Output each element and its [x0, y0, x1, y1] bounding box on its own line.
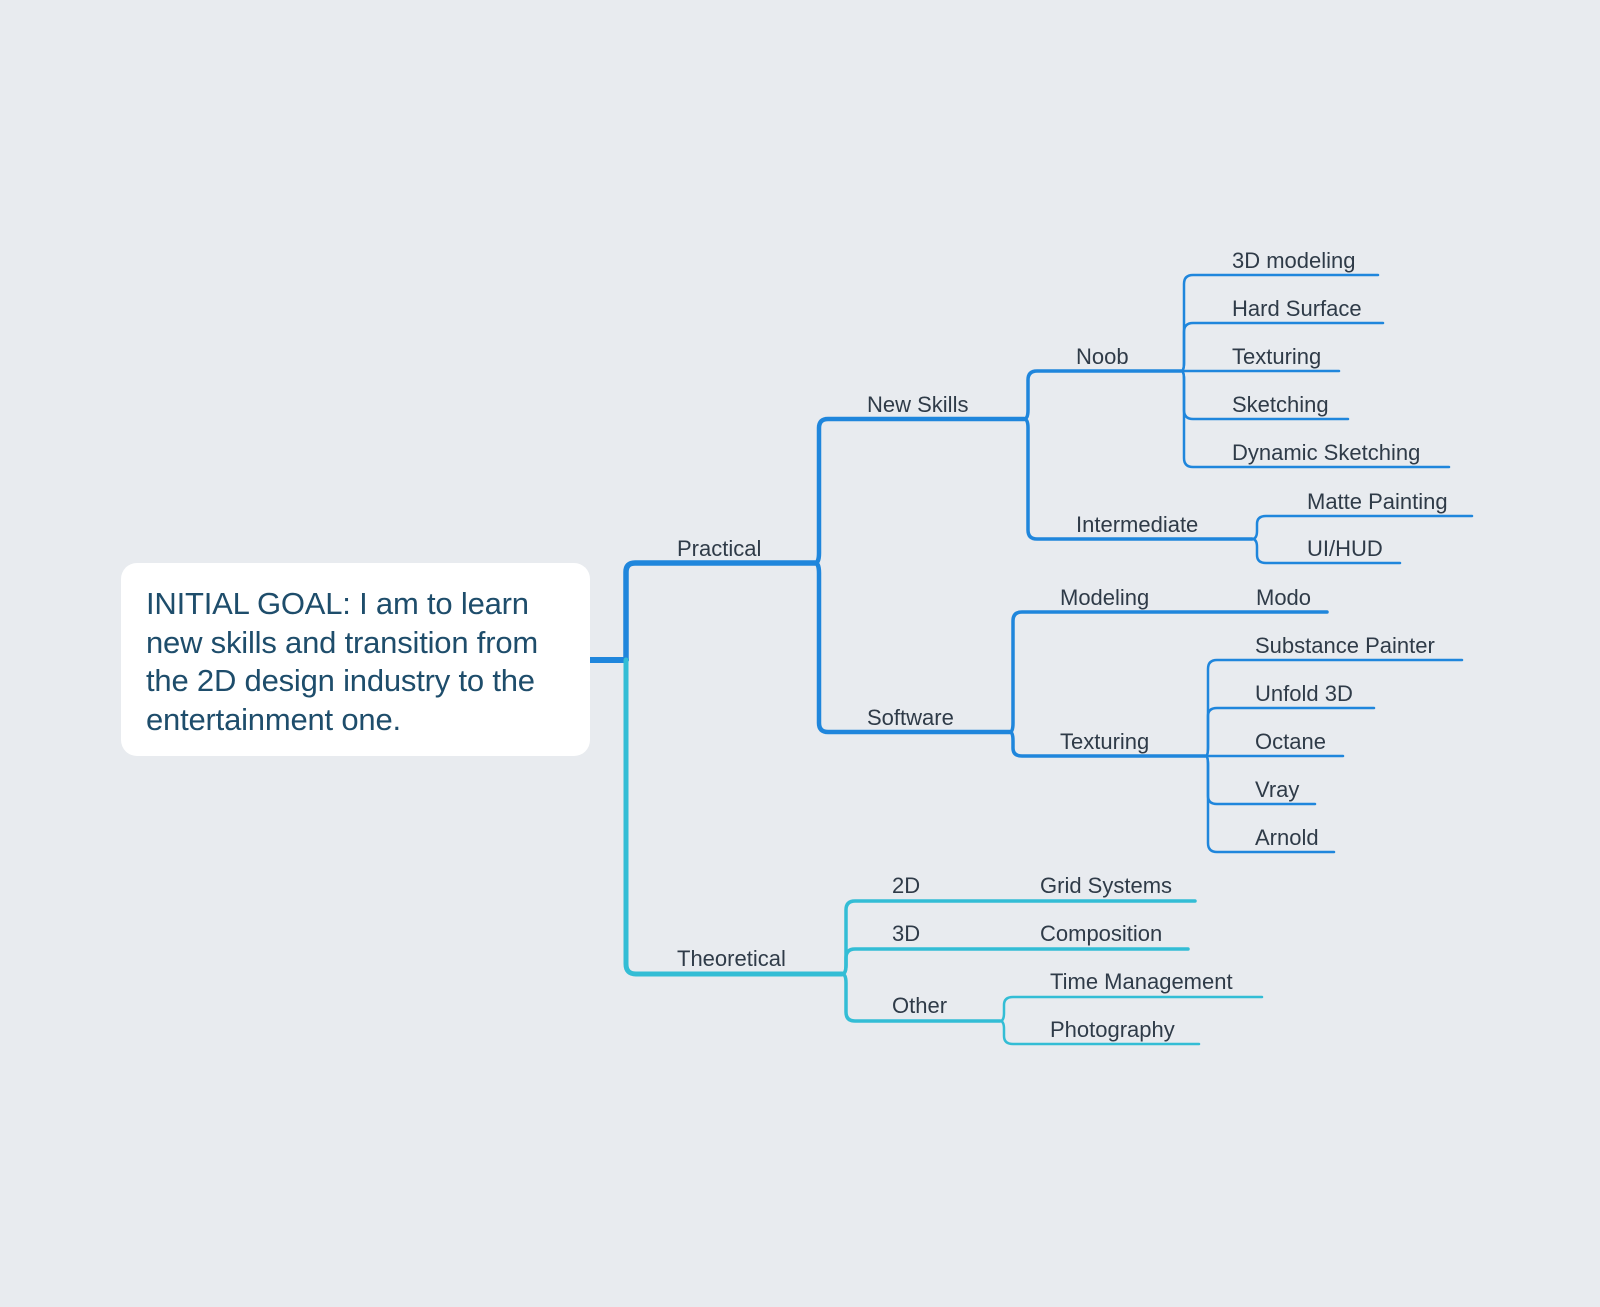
node-time-management[interactable]: Time Management: [1050, 969, 1233, 994]
node-sketching[interactable]: Sketching: [1232, 392, 1329, 417]
connector-photography: [998, 1019, 1201, 1046]
connector-theoretical: [623, 657, 845, 977]
connector-noob: [1022, 369, 1183, 421]
node-arnold[interactable]: Arnold: [1255, 825, 1319, 850]
root-node[interactable]: INITIAL GOAL: I am to learn new skills a…: [121, 563, 590, 756]
root-node-text: INITIAL GOAL: I am to learn new skills a…: [146, 586, 538, 737]
connector-ui-hud: [1250, 537, 1402, 565]
node-noob[interactable]: Noob: [1076, 344, 1129, 369]
connector-sw-texturing: [1008, 730, 1208, 758]
node-modeling[interactable]: Modeling: [1060, 585, 1150, 610]
connector-modeling: [1008, 610, 1329, 734]
node-composition[interactable]: Composition: [1040, 921, 1163, 946]
node-matte-painting[interactable]: Matte Painting: [1307, 489, 1448, 514]
node-theoretical[interactable]: Theoretical: [677, 946, 786, 971]
node-3d[interactable]: 3D: [892, 921, 921, 946]
node-software[interactable]: Software: [867, 705, 954, 730]
connector-matte-painting: [1250, 514, 1474, 541]
node-unfold-3d[interactable]: Unfold 3D: [1255, 681, 1353, 706]
node-2d[interactable]: 2D: [892, 873, 921, 898]
node-hard-surface[interactable]: Hard Surface: [1232, 296, 1362, 321]
node-octane[interactable]: Octane: [1255, 729, 1326, 754]
node-3d-modeling[interactable]: 3D modeling: [1232, 248, 1356, 273]
node-dynamic-sketching[interactable]: Dynamic Sketching: [1232, 440, 1421, 465]
node-ui-hud[interactable]: UI/HUD: [1307, 536, 1383, 561]
connector-arnold: [1204, 754, 1336, 854]
node-other[interactable]: Other: [892, 993, 948, 1018]
node-modo[interactable]: Modo: [1256, 585, 1312, 610]
node-intermediate[interactable]: Intermediate: [1076, 512, 1199, 537]
node-new-skills[interactable]: New Skills: [867, 392, 969, 417]
node-photography[interactable]: Photography: [1050, 1017, 1175, 1042]
node-grid-systems[interactable]: Grid Systems: [1040, 873, 1173, 898]
node-vray[interactable]: Vray: [1255, 777, 1300, 802]
node-practical[interactable]: Practical: [677, 536, 762, 561]
node-noob-texturing[interactable]: Texturing: [1232, 344, 1322, 369]
connector-intermediate: [1022, 417, 1254, 541]
node-substance-painter[interactable]: Substance Painter: [1255, 633, 1435, 658]
connector-new-skills: [812, 416, 1027, 566]
connector-time-management: [998, 995, 1264, 1023]
connector-dynamic-sketching: [1179, 369, 1451, 469]
connector-software: [812, 560, 1013, 735]
node-sw-texturing[interactable]: Texturing: [1060, 729, 1150, 754]
connector-other: [840, 972, 1002, 1023]
connector-practical: [623, 560, 818, 663]
